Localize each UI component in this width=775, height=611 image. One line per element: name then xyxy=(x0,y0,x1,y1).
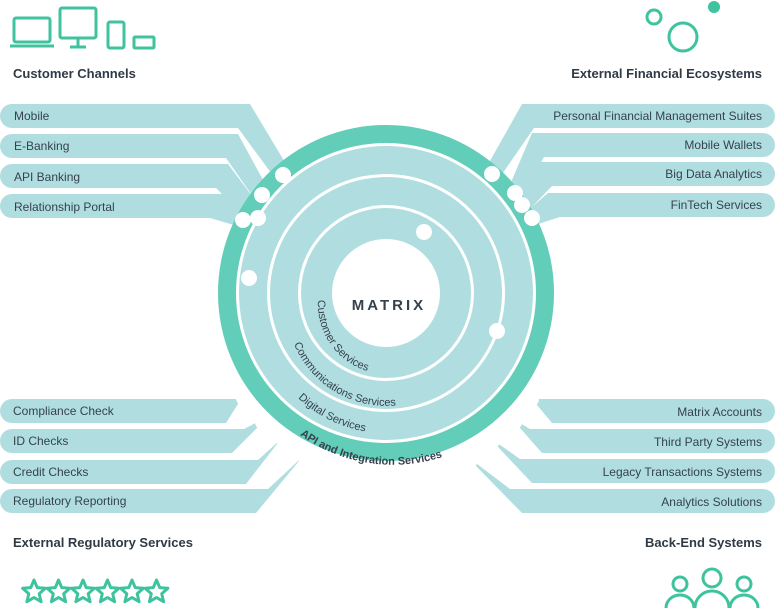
devices-icon xyxy=(10,6,156,50)
back-end-item: Matrix Accounts xyxy=(677,405,762,419)
band-dots xyxy=(235,166,540,468)
connection-dot xyxy=(297,447,313,463)
customer-channel-item: E-Banking xyxy=(14,139,70,153)
connection-dot xyxy=(255,414,271,430)
back-end-item: Legacy Transactions Systems xyxy=(602,465,762,479)
star-icon xyxy=(143,578,170,604)
connector-band xyxy=(526,193,775,224)
ring-node xyxy=(489,323,505,339)
connector-band xyxy=(0,134,268,201)
connector-band xyxy=(516,162,775,211)
customer-channel-item: API Banking xyxy=(14,170,81,184)
connection-dot xyxy=(275,430,291,446)
connection-dot xyxy=(506,414,522,430)
circles-icon xyxy=(645,1,720,53)
stars-icon xyxy=(21,578,170,604)
matrix-core xyxy=(332,239,440,347)
connection-dot xyxy=(254,187,270,203)
external-financial-item: Big Data Analytics xyxy=(665,167,762,181)
connector-band xyxy=(0,392,250,423)
connection-dot xyxy=(523,391,539,407)
connector-band xyxy=(509,133,775,199)
star-icon xyxy=(94,578,121,604)
connection-dot xyxy=(250,210,266,226)
star-icon xyxy=(119,578,145,604)
external-regulatory-heading: External Regulatory Services xyxy=(13,535,193,550)
connector-band xyxy=(508,416,775,453)
customer-channels-heading: Customer Channels xyxy=(13,66,136,81)
connector-bands xyxy=(0,104,775,513)
regulatory-item: ID Checks xyxy=(13,434,69,448)
matrix-title: MATRIX xyxy=(352,297,426,314)
star-icon xyxy=(70,578,96,604)
customer-channel-item: Relationship Portal xyxy=(14,200,115,214)
regulatory-item: Credit Checks xyxy=(13,465,89,479)
external-financial-heading: External Financial Ecosystems xyxy=(571,66,762,81)
connector-band xyxy=(0,432,289,484)
back-end-item: Analytics Solutions xyxy=(661,495,762,509)
connection-dot xyxy=(507,185,523,201)
connection-dot xyxy=(514,197,530,213)
ring-node xyxy=(416,224,432,240)
regulatory-item: Compliance Check xyxy=(13,404,114,418)
central-rings xyxy=(218,125,554,461)
star-icon xyxy=(45,578,72,604)
connection-dot xyxy=(235,212,251,228)
connector-band xyxy=(525,393,775,423)
external-financial-item: Mobile Wallets xyxy=(684,138,762,152)
external-financial-item: FinTech Services xyxy=(670,198,762,212)
connection-dot xyxy=(524,210,540,226)
ring-node xyxy=(241,270,257,286)
connector-band xyxy=(486,104,775,180)
connection-dot xyxy=(484,433,500,449)
people-icon xyxy=(664,567,760,609)
external-financial-item: Personal Financial Management Suites xyxy=(553,109,762,123)
connector-band xyxy=(0,449,311,513)
connector-band xyxy=(486,435,775,483)
connector-band xyxy=(0,194,249,226)
connector-band xyxy=(464,454,775,513)
connection-dot xyxy=(484,166,500,182)
customer-channel-item: Mobile xyxy=(14,109,50,123)
star-icon xyxy=(21,578,47,604)
connector-band xyxy=(0,104,289,181)
connection-dot xyxy=(462,452,478,468)
connection-dot xyxy=(236,390,252,406)
connector-band xyxy=(0,164,264,224)
connector-band xyxy=(0,416,269,453)
back-end-item: Third Party Systems xyxy=(653,435,762,449)
back-end-heading: Back-End Systems xyxy=(644,535,762,550)
connection-dot xyxy=(275,167,291,183)
regulatory-item: Regulatory Reporting xyxy=(13,494,127,508)
